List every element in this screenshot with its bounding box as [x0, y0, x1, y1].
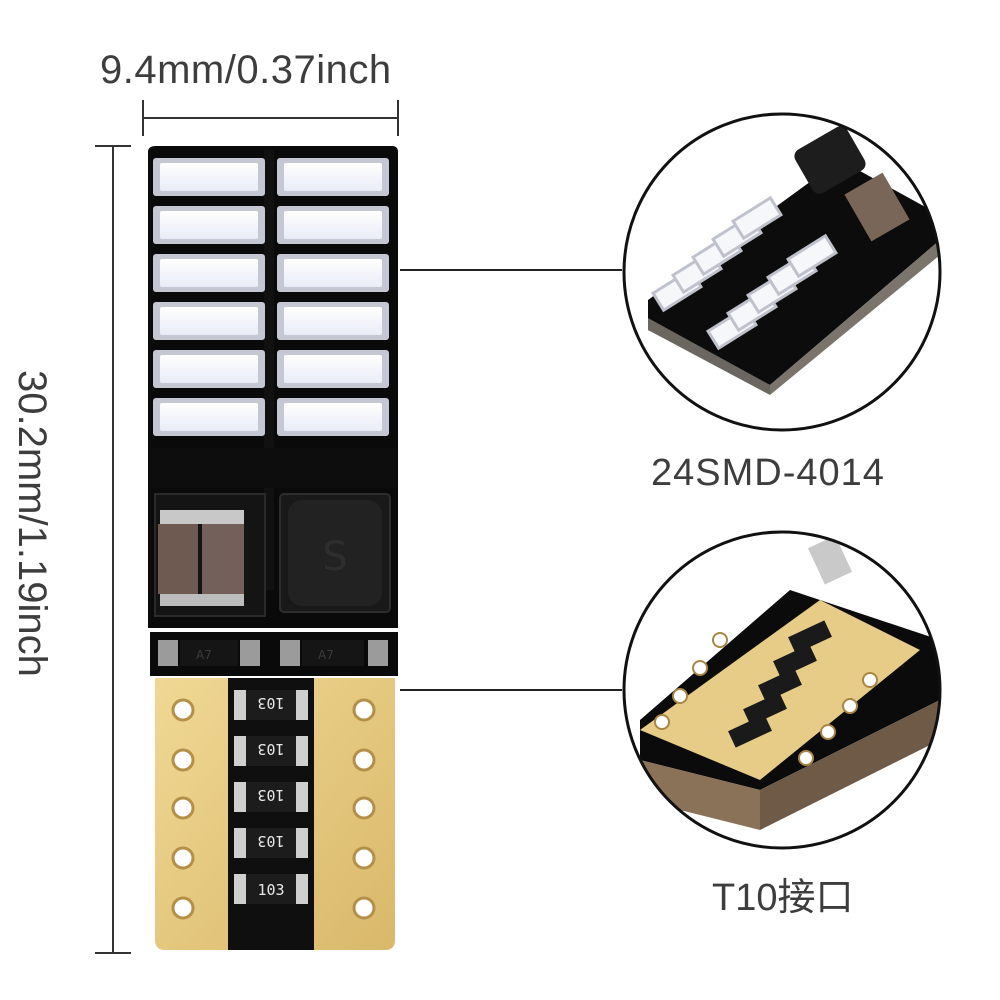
- resistor-code: 103: [257, 786, 284, 804]
- width-dimension-line: [142, 100, 399, 136]
- svg-text:S: S: [322, 534, 347, 580]
- resistor-code: 103: [257, 881, 284, 899]
- inductor-chip: S: [279, 493, 391, 613]
- chip-marking: A7: [196, 648, 212, 662]
- led-zoom-circle: [622, 112, 942, 432]
- resistor-stack: [234, 690, 308, 904]
- callout-caption-connector: T10接口: [712, 877, 854, 919]
- callout-caption-led: 24SMD-4014: [651, 452, 885, 494]
- chip-marking: A7: [318, 648, 334, 662]
- resistor-code: 103: [257, 832, 284, 850]
- led-chip-array: [153, 158, 389, 436]
- capacitor: [158, 510, 244, 606]
- connector-zoom-circle: [622, 530, 942, 850]
- resistor-code: 103: [257, 694, 284, 712]
- height-dimension-line: [95, 145, 131, 954]
- width-dimension-label: 9.4mm/0.37inch: [100, 48, 392, 92]
- led-bulb: S: [148, 146, 398, 950]
- solder-holes: [171, 698, 376, 920]
- resistor-code: 103: [257, 740, 284, 758]
